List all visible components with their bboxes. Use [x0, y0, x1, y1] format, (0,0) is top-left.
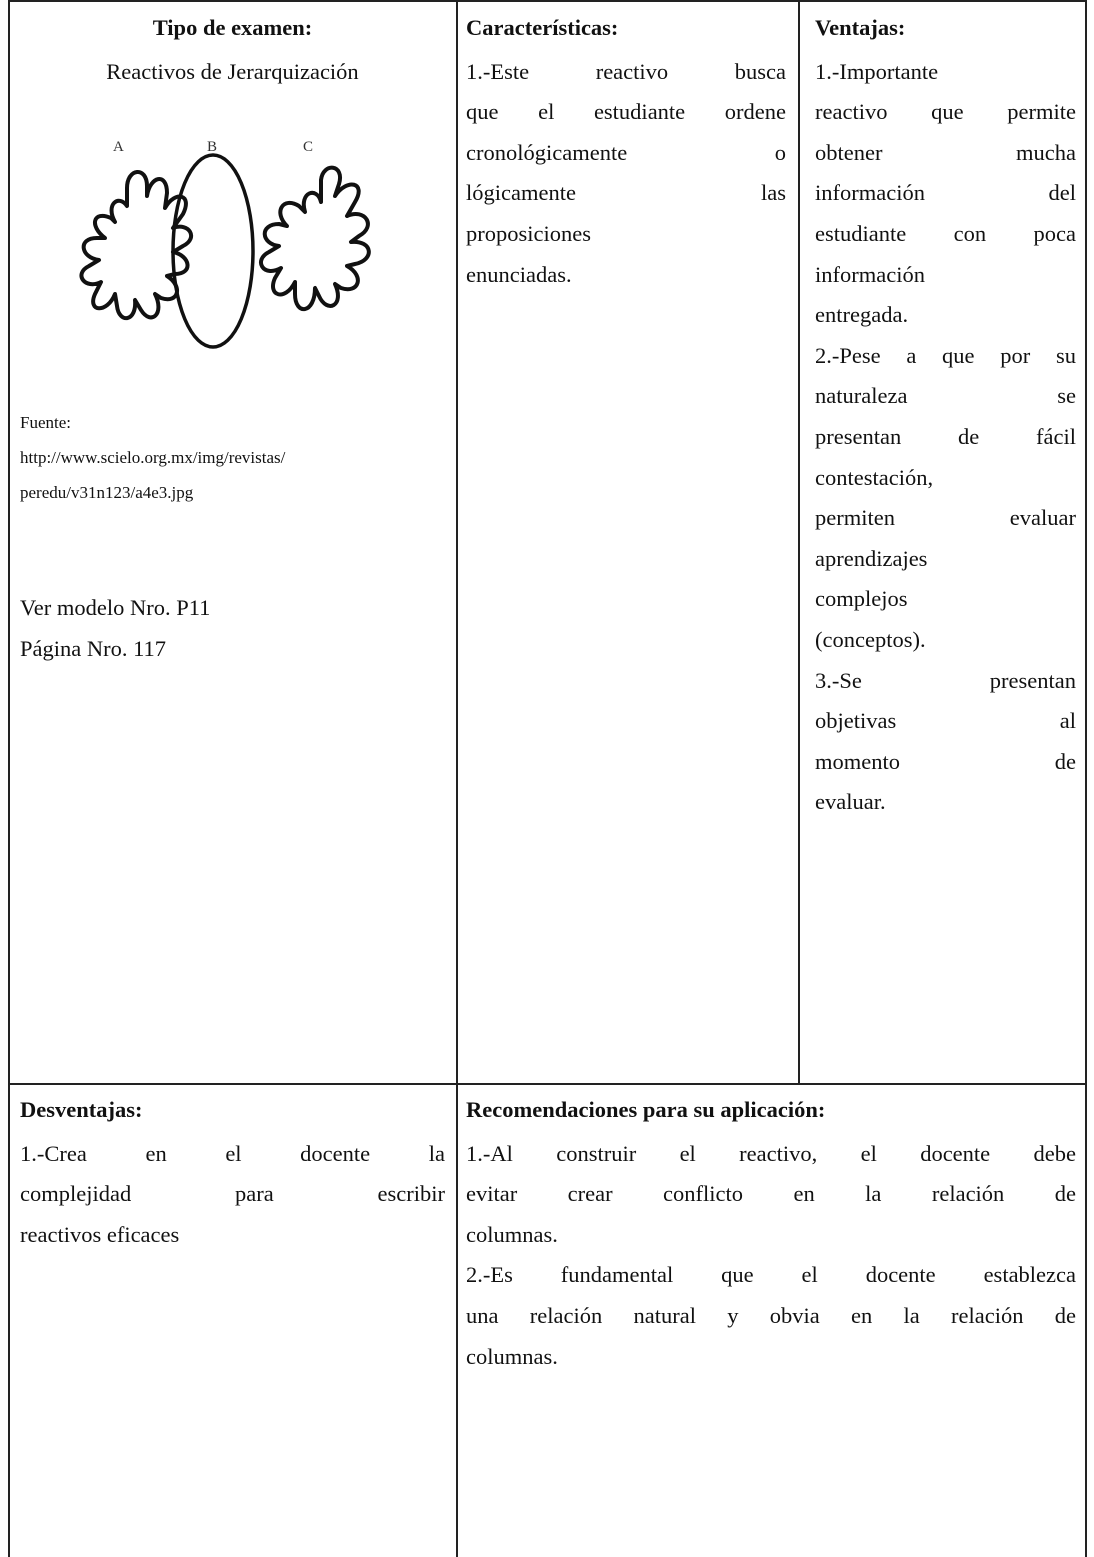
ventajas-line: 3.-Se presentan [815, 667, 1076, 693]
ventajas-line: información del [815, 180, 1076, 206]
tipo-examen-cell: Tipo de examen: Reactivos de Jerarquizac… [20, 8, 445, 92]
ventajas-line: obtener mucha [815, 139, 1076, 165]
source-url-line-1: http://www.scielo.org.mx/img/revistas/ [20, 448, 286, 467]
ventajas-heading: Ventajas: [815, 15, 906, 40]
caracteristicas-line: que el estudiante ordene [466, 99, 786, 125]
figure-label-b: B [207, 139, 217, 155]
table-right-border [1085, 0, 1087, 1557]
recomendaciones-line: columnas. [466, 1343, 558, 1369]
ventajas-line: aprendizajes [815, 545, 928, 571]
model-reference: Ver modelo Nro. P11 [20, 595, 211, 620]
recomendaciones-line: columnas. [466, 1221, 558, 1247]
recomendaciones-line: una relación natural y obvia en la relac… [466, 1302, 1076, 1328]
ventajas-line: naturaleza se [815, 383, 1076, 409]
caracteristicas-line: 1.-Este reactivo busca [466, 58, 786, 84]
ventajas-line: información [815, 261, 925, 287]
ventajas-line: (conceptos). [815, 626, 926, 652]
ventajas-cell: Ventajas: 1.-Importante reactivo que per… [815, 8, 1076, 823]
ventajas-line: momento de [815, 748, 1076, 774]
ventajas-line: presentan de fácil [815, 423, 1076, 449]
ventajas-line: complejos [815, 586, 908, 612]
caracteristicas-heading: Características: [466, 15, 619, 40]
recomendaciones-heading: Recomendaciones para su aplicación: [466, 1097, 826, 1122]
ventajas-line: contestación, [815, 464, 934, 490]
caracteristicas-line: lógicamente las [466, 180, 786, 206]
caracteristicas-line: enunciadas. [466, 261, 572, 287]
recomendaciones-line: 2.-Es fundamental que el docente estable… [466, 1262, 1076, 1288]
col-divider-1 [456, 0, 458, 1557]
ventajas-line: permiten evaluar [815, 505, 1076, 531]
ventajas-line: estudiante con poca [815, 220, 1076, 246]
desventajas-line: 1.-Crea en el docente la [20, 1140, 445, 1166]
recomendaciones-line: evitar crear conflicto en la relación de [466, 1181, 1076, 1207]
blob-c-shape [259, 165, 371, 312]
ventajas-line: evaluar. [815, 789, 886, 815]
source-block: Fuente: http://www.scielo.org.mx/img/rev… [20, 405, 450, 510]
col-divider-2 [798, 0, 800, 1084]
ventajas-line: 1.-Importante [815, 58, 939, 84]
desventajas-heading: Desventajas: [20, 1097, 143, 1122]
page-reference: Página Nro. 117 [20, 635, 167, 661]
row-divider [8, 1083, 1086, 1085]
table-top-border [8, 0, 1086, 2]
figure-label-c: C [303, 139, 313, 155]
recomendaciones-cell: Recomendaciones para su aplicación: 1.-A… [466, 1090, 1076, 1377]
blob-a-shape [79, 170, 194, 320]
tipo-examen-heading: Tipo de examen: [152, 15, 313, 40]
ellipse-b-shape [171, 153, 255, 349]
caracteristicas-cell: Características: 1.-Este reactivo busca … [466, 8, 786, 295]
model-block: Ver modelo Nro. P11 Página Nro. 117 [20, 588, 450, 669]
caracteristicas-line: cronológicamente o [466, 139, 786, 165]
tipo-examen-name: Reactivos de Jerarquización [106, 58, 359, 84]
desventajas-line: reactivos eficaces [20, 1221, 180, 1247]
ventajas-line: 2.-Pese a que por su [815, 342, 1076, 368]
shapes-figure: A B C [79, 139, 371, 349]
table-left-border [8, 0, 10, 1557]
recomendaciones-line: 1.-Al construir el reactivo, el docente … [466, 1140, 1076, 1166]
ventajas-line: entregada. [815, 302, 909, 328]
source-url-line-2: peredu/v31n123/a4e3.jpg [20, 483, 194, 502]
caracteristicas-line: proposiciones [466, 220, 591, 246]
desventajas-cell: Desventajas: 1.-Crea en el docente la co… [20, 1090, 445, 1255]
ventajas-line: objetivas al [815, 708, 1076, 734]
source-label: Fuente: [20, 413, 71, 432]
desventajas-line: complejidad para escribir [20, 1181, 445, 1207]
ventajas-line: reactivo que permite [815, 99, 1076, 125]
figure-label-a: A [113, 139, 124, 155]
